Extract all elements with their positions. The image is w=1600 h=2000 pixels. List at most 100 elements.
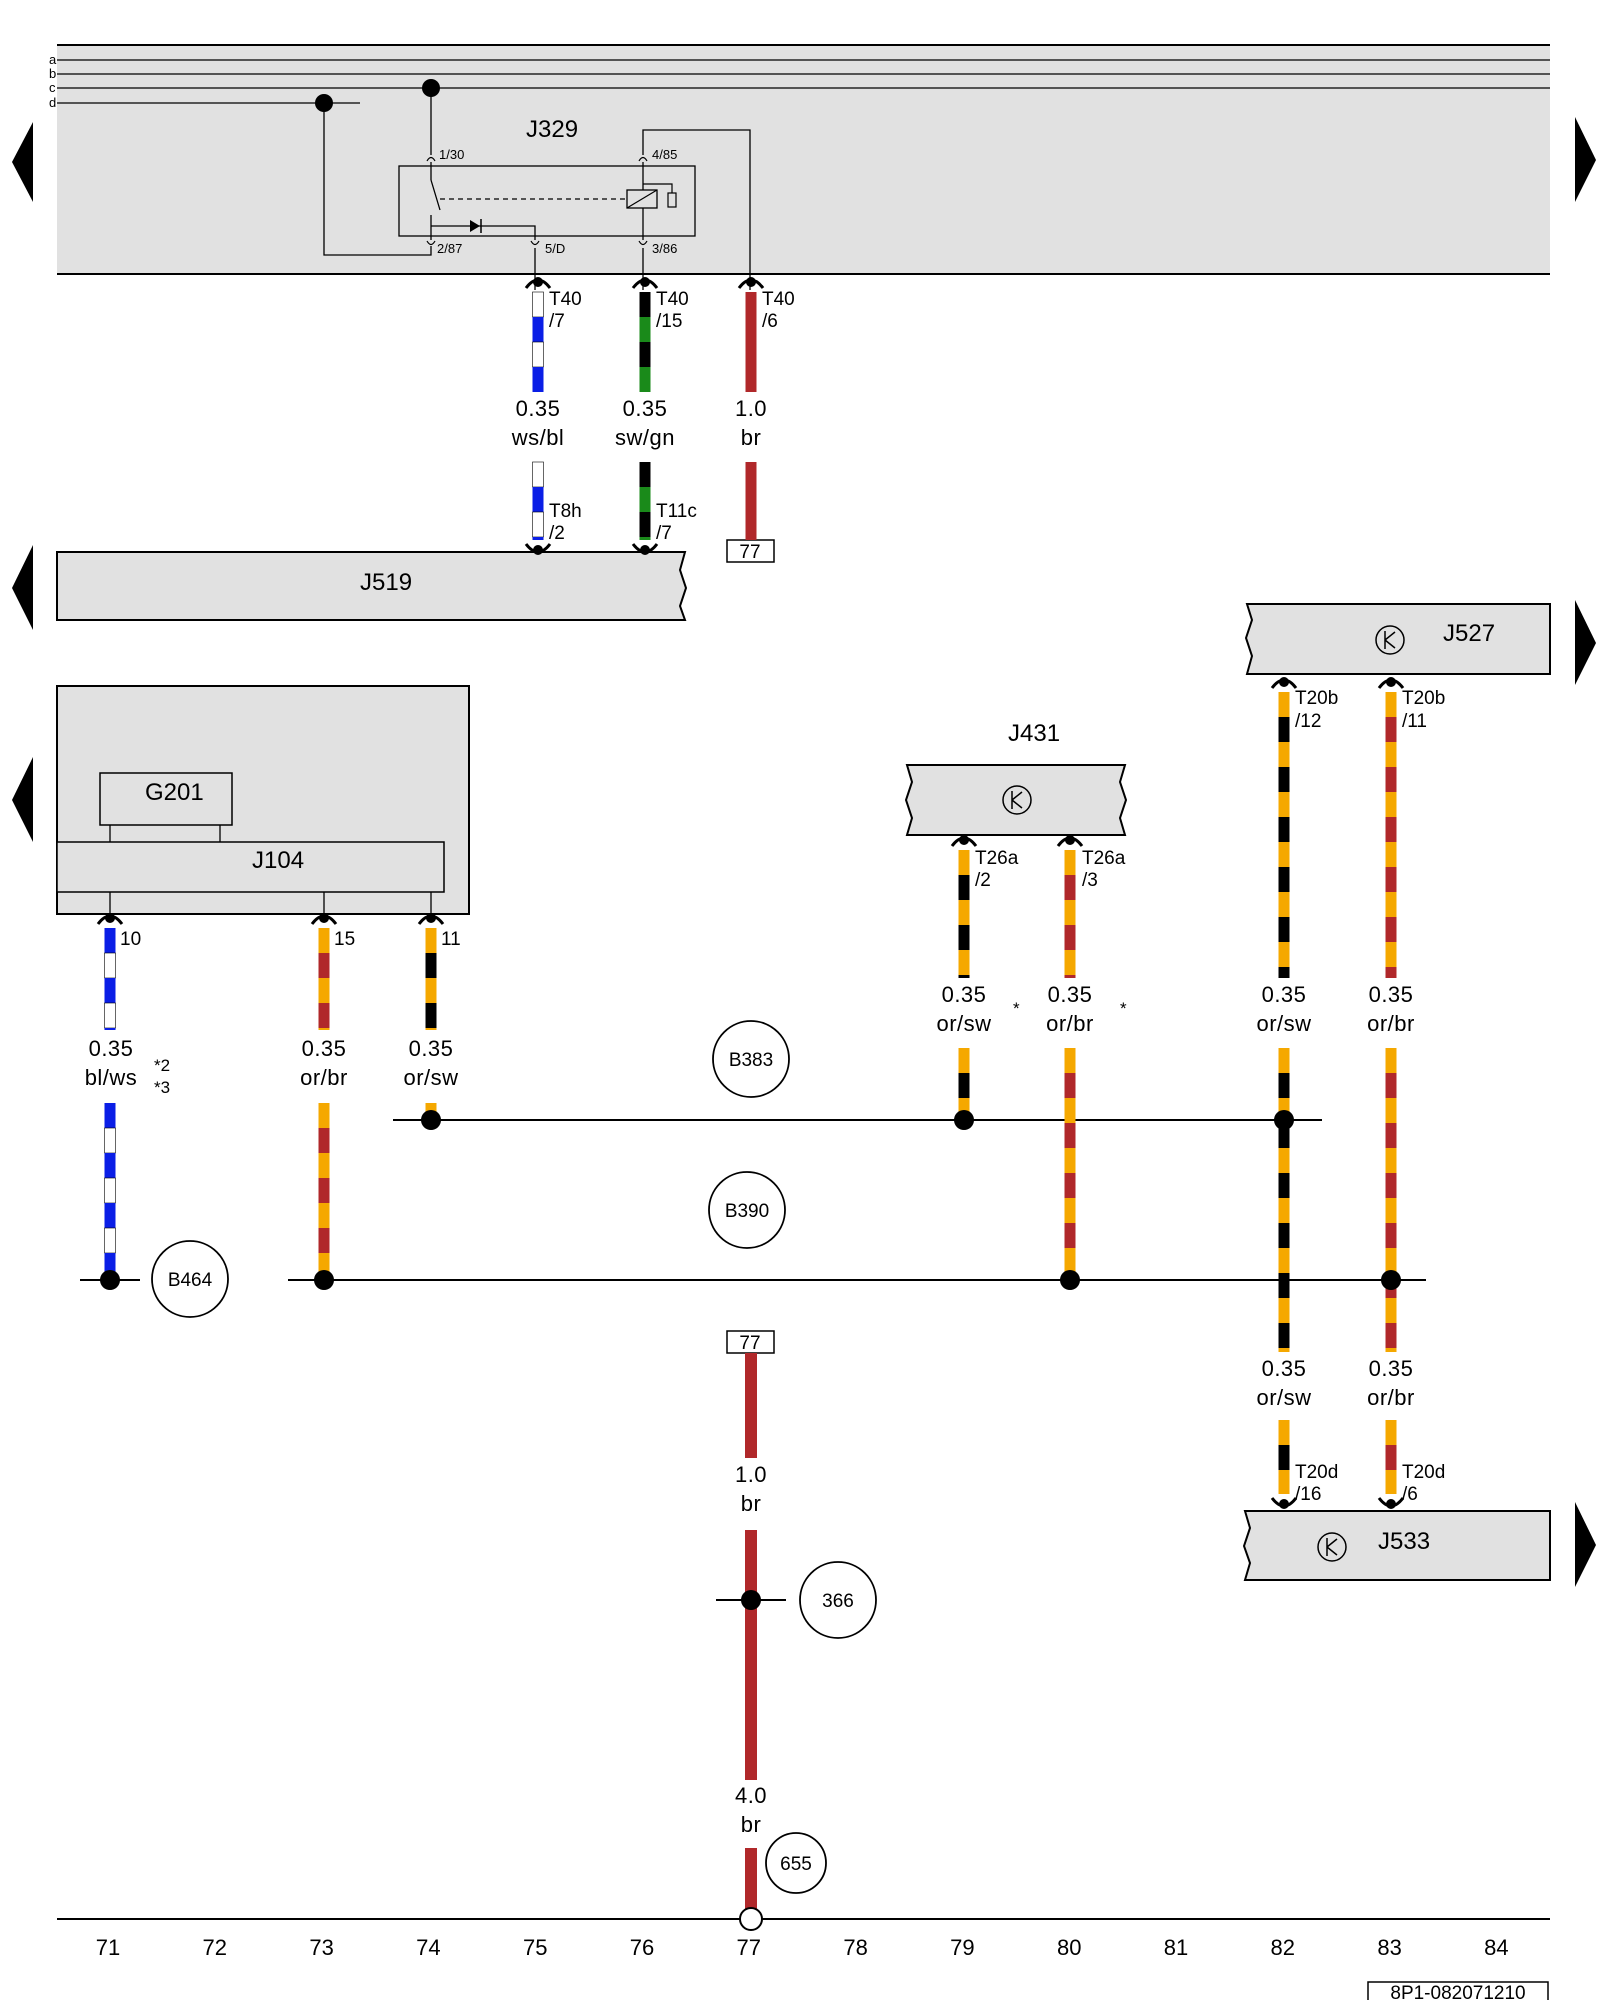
junction-label-b390: B390 bbox=[725, 1201, 769, 1222]
wire-w83a-upper bbox=[1385, 767, 1397, 792]
wire-w75-upper bbox=[532, 341, 544, 368]
wire-w82a-upper bbox=[1278, 967, 1290, 978]
conn-w77a-top: T40 bbox=[762, 289, 795, 310]
transistor-icon-j533 bbox=[1317, 1532, 1347, 1562]
wire-size-w82a: 0.35 bbox=[1262, 982, 1307, 1007]
wire-code-w82a: or/sw bbox=[1256, 1011, 1311, 1036]
pin-w83b-bot: /6 bbox=[1402, 1484, 1418, 1505]
junction-dot-b390-73 bbox=[314, 1270, 334, 1290]
j104-box bbox=[56, 841, 445, 893]
junction-dots bbox=[96, 277, 1405, 1610]
pin-t40-7-dot bbox=[533, 277, 543, 287]
pin-w76-top: /15 bbox=[656, 311, 682, 332]
wire-w75-lower bbox=[532, 487, 544, 512]
wire-w77b-lower bbox=[745, 1530, 757, 1780]
wire-w82a-upper bbox=[1278, 717, 1290, 742]
wire-w71-lower bbox=[104, 1127, 116, 1154]
transistor-icon-j431 bbox=[1002, 785, 1032, 815]
pin-t40-6-dot bbox=[746, 277, 756, 287]
wire-w83a-upper bbox=[1385, 867, 1397, 892]
wire-w80-lower bbox=[1064, 1073, 1076, 1098]
wire-w80-lower bbox=[1064, 1223, 1076, 1248]
wire-485-to-t40-6 bbox=[642, 129, 751, 290]
wire-w71-lower bbox=[104, 1153, 116, 1178]
wire-w71-lower bbox=[104, 1227, 116, 1254]
wire-w73-lower bbox=[318, 1153, 330, 1178]
wire-w82a-lower bbox=[1278, 1073, 1290, 1098]
wire-w71-lower bbox=[104, 1177, 116, 1204]
wire-size-w83a: 0.35 bbox=[1369, 982, 1414, 1007]
wire-w73-lower bbox=[318, 1128, 330, 1153]
wire-code-w73: or/br bbox=[300, 1065, 348, 1090]
wire-w82a-lower bbox=[1278, 1298, 1290, 1323]
diode-icon bbox=[470, 220, 480, 232]
conn-w82a-top: T20b bbox=[1295, 688, 1338, 709]
wire-w82a-upper bbox=[1278, 867, 1290, 892]
junction-label-b464: B464 bbox=[168, 1270, 213, 1291]
connector-labels: T40 /7 T40 /15 T40 /6 T8h /2 T11c /7 10 … bbox=[120, 289, 1445, 1505]
wire-w80-upper bbox=[1064, 850, 1076, 875]
wire-w79-upper bbox=[958, 875, 970, 900]
wire-w71-upper bbox=[104, 1002, 116, 1029]
wire-w74-upper bbox=[425, 1028, 437, 1030]
wire-w76-lower bbox=[639, 487, 651, 512]
pin-label-2-87: 2/87 bbox=[437, 241, 462, 256]
wire-d-to-287 bbox=[323, 103, 432, 256]
pin-t8h-2-dot bbox=[533, 545, 543, 555]
wire-size-w77a: 1.0 bbox=[735, 396, 767, 421]
wire-w76-lower bbox=[639, 462, 651, 487]
junction-dot-b383-79 bbox=[954, 1110, 974, 1130]
column-number: 71 bbox=[96, 1935, 120, 1960]
wire-w83a-upper bbox=[1385, 967, 1397, 978]
wire-w80-upper bbox=[1064, 925, 1076, 950]
relay-resistor-leads bbox=[643, 183, 673, 193]
wire-size-w71: 0.35 bbox=[89, 1036, 134, 1061]
pin-label-4-85: 4/85 bbox=[652, 147, 677, 162]
j329-panel bbox=[57, 45, 1550, 274]
column-number: 72 bbox=[203, 1935, 227, 1960]
conn-w75-top: T40 bbox=[549, 289, 582, 310]
relay-coil-icon bbox=[626, 189, 658, 209]
component-label-j519: J519 bbox=[360, 569, 412, 596]
pin-t26a-2-dot bbox=[959, 835, 969, 845]
wire-w82a-lower bbox=[1278, 1173, 1290, 1198]
wire-w83a-lower bbox=[1385, 1073, 1397, 1098]
junction-dot-b390-83 bbox=[1381, 1270, 1401, 1290]
wire-note-w79: * bbox=[1013, 999, 1020, 1018]
wire-w71-lower bbox=[104, 1103, 116, 1128]
wire-note-w71-b: *3 bbox=[154, 1078, 170, 1097]
pin-t40-15-dot bbox=[640, 277, 650, 287]
wire-w82a-lower bbox=[1278, 1248, 1290, 1273]
pin-t20d-16-dot bbox=[1279, 1499, 1289, 1509]
relay-diode-line bbox=[431, 225, 536, 240]
wire-w83a-lower bbox=[1385, 1248, 1397, 1273]
wire-w83a-lower bbox=[1385, 1173, 1397, 1198]
wire-w83a-upper bbox=[1385, 792, 1397, 817]
wire-w76-upper bbox=[639, 317, 651, 342]
junction-circle-655 bbox=[765, 1832, 827, 1894]
ref-label-77-upper: 77 bbox=[739, 542, 760, 563]
wire-w79-lower bbox=[958, 1048, 970, 1073]
wire-w73-lower bbox=[318, 1178, 330, 1203]
junction-label-366: 366 bbox=[822, 1591, 854, 1612]
wire-code-w76: sw/gn bbox=[615, 425, 675, 450]
pin-mark-3-86 bbox=[638, 240, 648, 246]
wire-code-w82b: or/sw bbox=[1256, 1385, 1311, 1410]
component-label-j104: J104 bbox=[252, 847, 304, 874]
j431-panel bbox=[904, 764, 1128, 836]
wire-w77b-upper bbox=[745, 1353, 757, 1458]
wire-size-w80: 0.35 bbox=[1048, 982, 1093, 1007]
j519-panel bbox=[56, 551, 688, 621]
nav-arrow-right-3 bbox=[1575, 1502, 1596, 1587]
column-number: 83 bbox=[1377, 1935, 1401, 1960]
wire-w77a-upper bbox=[745, 292, 757, 392]
wire-w80-lower bbox=[1064, 1148, 1076, 1173]
wire-w83a-lower bbox=[1385, 1098, 1397, 1123]
wire-size-w76: 0.35 bbox=[623, 396, 668, 421]
wire-w82a-upper bbox=[1278, 942, 1290, 967]
wire-labels: 0.35 ws/bl 0.35 sw/gn 1.0 br 0.35 bl/ws … bbox=[85, 396, 1415, 1837]
wire-w79-upper bbox=[958, 925, 970, 950]
bus-label-d: d bbox=[49, 95, 56, 110]
pin-w75-top: /7 bbox=[549, 311, 565, 332]
wire-w82a-upper bbox=[1278, 792, 1290, 817]
